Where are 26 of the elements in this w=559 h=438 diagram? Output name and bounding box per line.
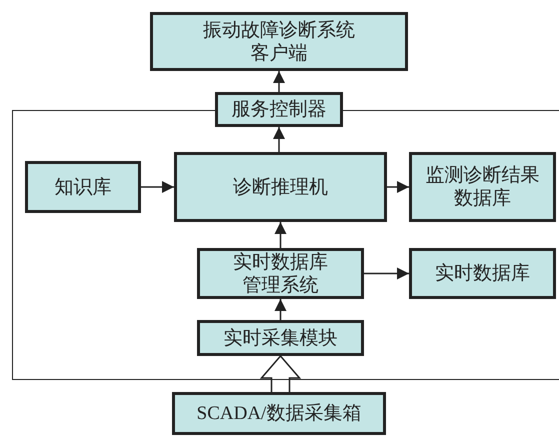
arrow xyxy=(364,268,409,280)
process-box xyxy=(215,92,343,127)
process-box xyxy=(197,248,364,299)
arrow xyxy=(273,71,285,92)
arrow xyxy=(273,127,285,152)
process-box xyxy=(25,161,141,213)
process-box xyxy=(197,320,364,356)
process-box xyxy=(409,248,556,299)
arrow xyxy=(274,299,286,320)
process-box xyxy=(150,12,408,71)
process-box xyxy=(174,152,387,222)
process-box xyxy=(172,392,386,435)
process-box xyxy=(409,152,556,222)
box-label: 监测诊断结果数据库 xyxy=(424,164,540,210)
box-label: 实时数据库管理系统 xyxy=(232,250,329,296)
box-label: SCADA/数据采集箱 xyxy=(196,402,362,425)
box-label: 实时采集模块 xyxy=(224,326,338,350)
arrow xyxy=(141,181,174,193)
box-label: 服务控制器 xyxy=(232,98,326,121)
arrow xyxy=(274,222,286,248)
box-label: 振动故障诊断系统客户端 xyxy=(202,18,356,64)
hollow-arrow xyxy=(260,354,302,393)
arrow xyxy=(387,181,409,193)
box-label: 知识库 xyxy=(54,176,112,198)
box-label: 实时数据库 xyxy=(435,262,530,285)
box-label: 诊断推理机 xyxy=(233,176,328,198)
